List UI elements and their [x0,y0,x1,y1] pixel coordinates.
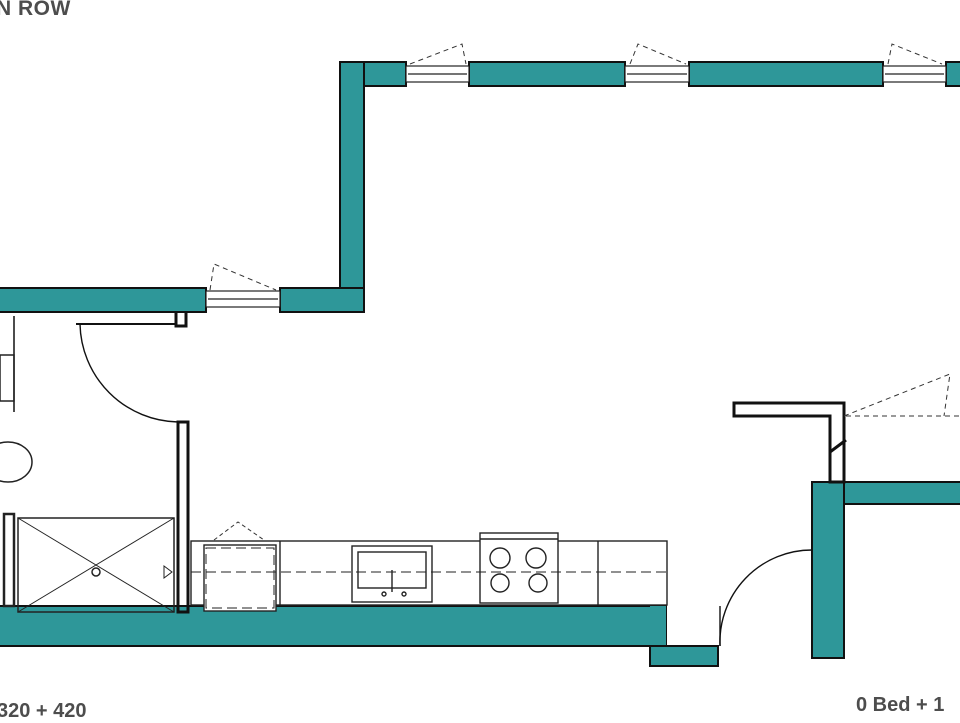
unit-type-fragment: 0 Bed + 1 [856,694,945,716]
wall-top-mid [468,61,626,87]
bath-fixtures [0,354,175,613]
wall-bottom-stub [649,645,719,667]
wall-mid-right [279,287,365,313]
washer-door [213,521,265,541]
bath-partition [176,420,190,614]
vanity-icon [0,354,15,402]
bath-partition-top [174,312,188,328]
kitchen-counter [190,532,668,612]
door-swing-icon [719,549,813,647]
wall-right-post [811,481,845,659]
door-swings [79,323,847,647]
plan-title-fragment: N ROW [0,0,71,20]
washer-icon [203,544,277,612]
upper-cabinets [191,547,667,609]
wall-vertical-upper [339,61,365,313]
stove-icon [479,532,559,604]
shower-icon [17,517,175,613]
wall-mid-left [0,287,207,313]
windows [205,65,947,308]
wall-top-edge [945,61,960,87]
wall-top-right [688,61,884,87]
door-swing-icon [79,323,179,423]
closet-partition [732,401,846,484]
unit-numbers-fragment: 320 + 420 [0,700,87,722]
toilet-icon [0,441,33,483]
window-openings [209,43,960,417]
